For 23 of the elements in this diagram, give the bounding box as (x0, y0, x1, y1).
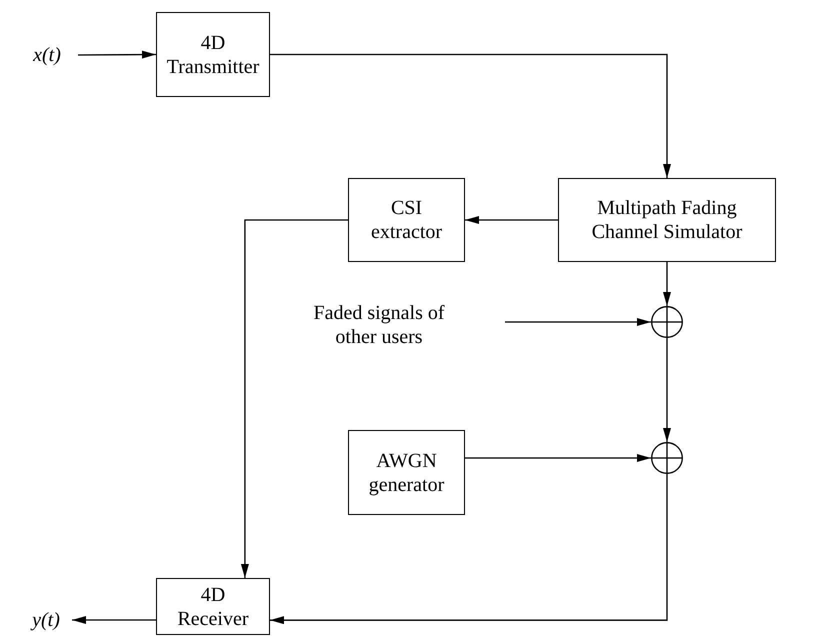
process-box (156, 578, 270, 635)
arrow (465, 216, 558, 224)
signal-label: x(t) (33, 43, 61, 67)
box-label: Multipath Fading Channel Simulator (590, 196, 744, 244)
box-label: 4D Receiver (176, 582, 250, 630)
arrow (465, 454, 651, 462)
box-label: CSI extractor (370, 196, 442, 244)
process-box (558, 178, 776, 262)
process-box (348, 430, 465, 515)
arrow (663, 262, 671, 306)
input-label: Faded signals of other users (312, 301, 446, 349)
arrow (505, 318, 651, 326)
box-label: AWGN generator (368, 448, 446, 496)
arrow (663, 338, 671, 442)
process-box (156, 12, 270, 97)
arrow (78, 50, 156, 59)
arrow (270, 474, 668, 624)
box-label: 4D Transmitter (166, 30, 260, 78)
arrow (270, 54, 671, 178)
arrow (240, 219, 348, 578)
arrow (72, 616, 156, 624)
process-box (348, 178, 465, 262)
signal-label: y(t) (32, 608, 60, 632)
